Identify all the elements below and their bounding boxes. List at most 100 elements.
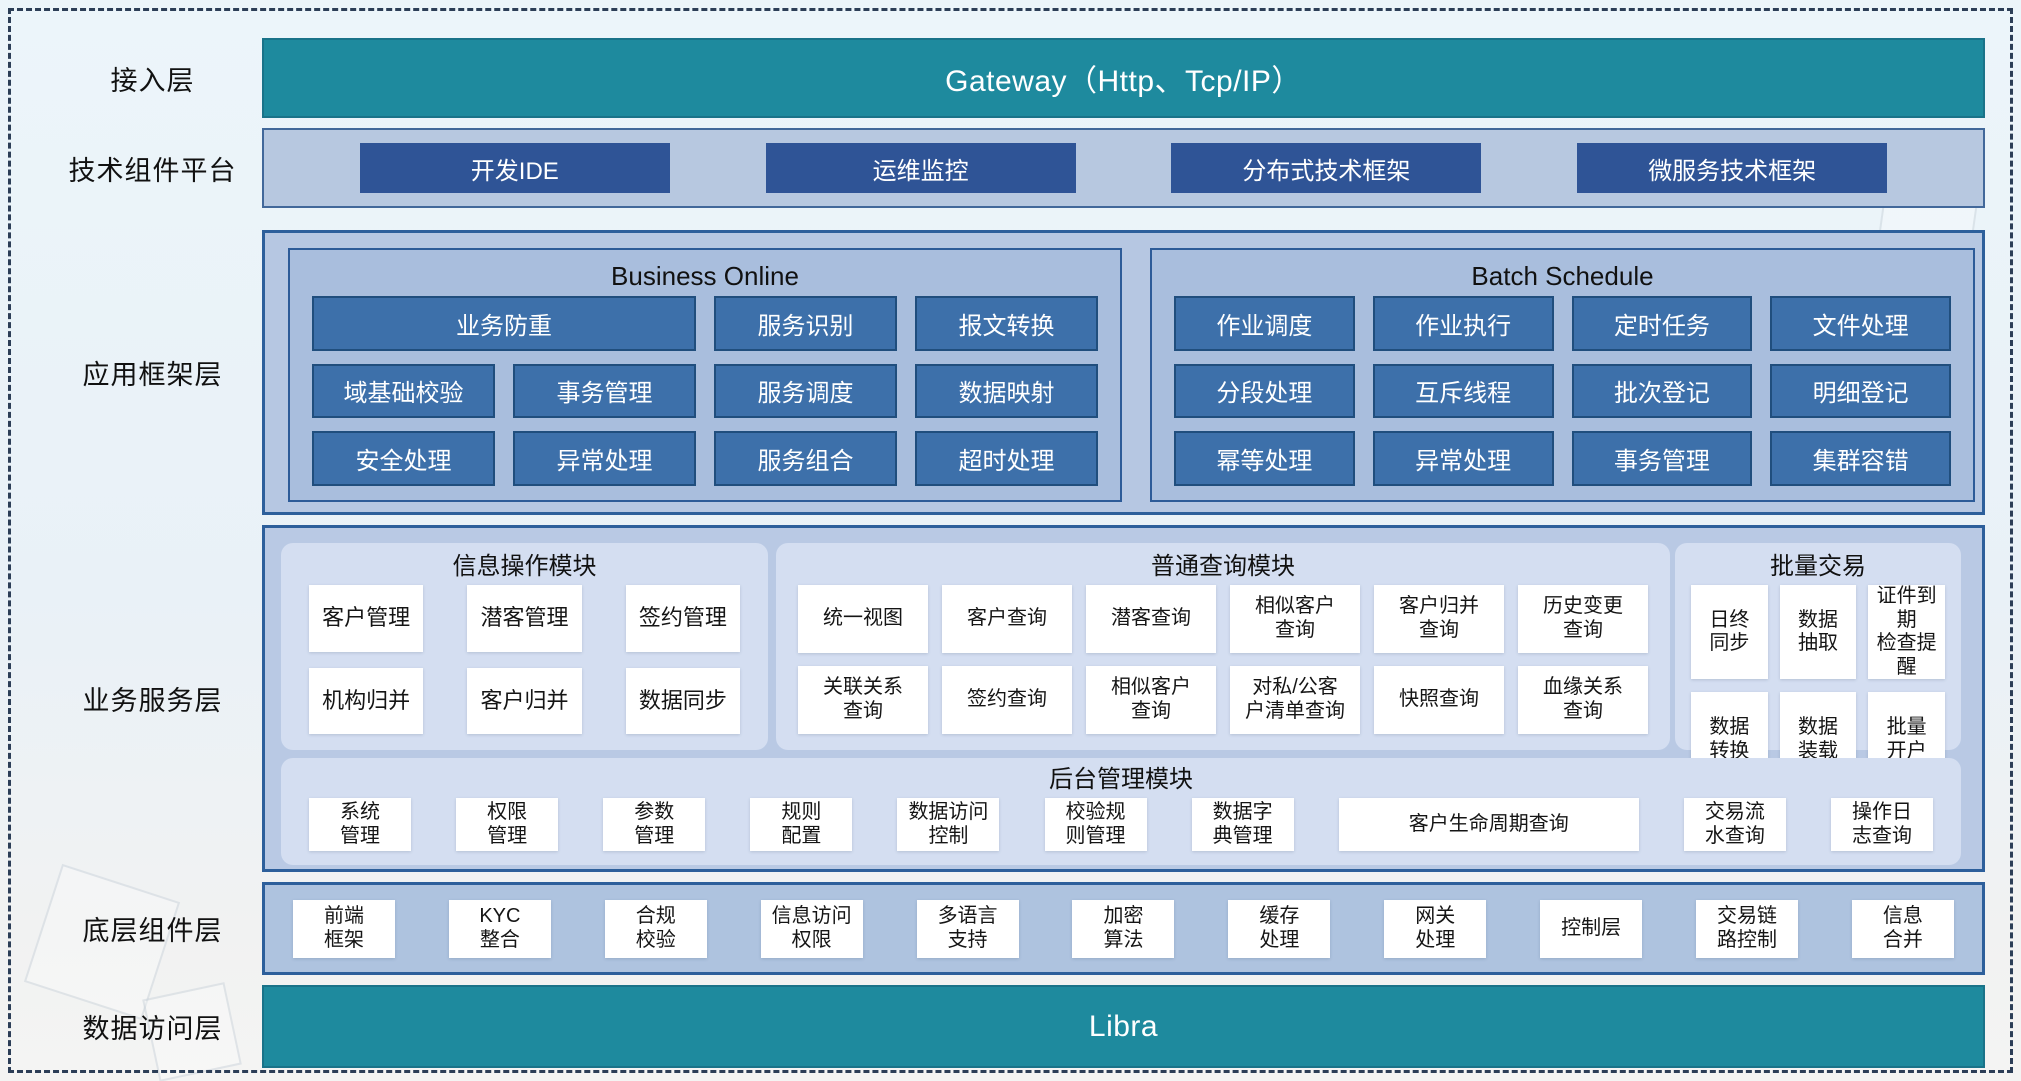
admin-item: 交易流 水查询 bbox=[1683, 798, 1786, 851]
info-item: 机构归并 bbox=[309, 667, 424, 734]
bs-item: 事务管理 bbox=[1571, 431, 1753, 486]
bo-item: 数据映射 bbox=[915, 363, 1098, 419]
tech-item-ops-monitor: 运维监控 bbox=[765, 143, 1076, 193]
gateway-bar: Gateway（Http、Tcp/IP） bbox=[262, 38, 1985, 118]
info-module-title: 信息操作模块 bbox=[452, 553, 597, 580]
bs-item: 批次登记 bbox=[1571, 363, 1753, 419]
admin-item: 数据字 典管理 bbox=[1191, 798, 1294, 851]
info-item: 客户管理 bbox=[309, 585, 424, 652]
info-item: 潜客管理 bbox=[467, 585, 582, 652]
admin-item: 操作日 志查询 bbox=[1830, 798, 1933, 851]
admin-item: 系统 管理 bbox=[309, 798, 411, 851]
query-item: 对私/公客 户清单查询 bbox=[1230, 666, 1360, 734]
admin-module-card: 后台管理模块 系统 管理 权限 管理 参数 管理 规则 配置 数据访问 控制 校… bbox=[281, 758, 1961, 865]
query-module-title: 普通查询模块 bbox=[1151, 553, 1295, 580]
batch-schedule-title: Batch Schedule bbox=[1471, 261, 1654, 291]
admin-item: 权限 管理 bbox=[456, 798, 559, 851]
admin-module-row: 系统 管理 权限 管理 参数 管理 规则 配置 数据访问 控制 校验规 则管理 … bbox=[309, 798, 1933, 851]
bo-item: 超时处理 bbox=[915, 431, 1098, 486]
query-item: 签约查询 bbox=[942, 666, 1072, 734]
info-item: 客户归并 bbox=[467, 667, 582, 734]
bs-item: 明细登记 bbox=[1770, 363, 1951, 419]
admin-item: 数据访问 控制 bbox=[897, 798, 1000, 851]
bo-item: 服务识别 bbox=[714, 296, 897, 351]
bottom-item: 前端 框架 bbox=[293, 899, 395, 958]
bottom-component-panel: 前端 框架 KYC 整合 合规 校验 信息访问 权限 多语言 支持 加密 算法 … bbox=[262, 882, 1985, 975]
info-operation-module-card: 信息操作模块 客户管理 潜客管理 签约管理 机构归并 客户归并 数据同步 bbox=[281, 543, 768, 750]
tech-platform-panel: 开发IDE 运维监控 分布式技术框架 微服务技术框架 bbox=[262, 128, 1985, 208]
batch-trade-card: 批量交易 日终 同步 数据 抽取 证件到期 检查提醒 数据 转换 数据 装载 批… bbox=[1675, 543, 1961, 787]
bottom-item: 加密 算法 bbox=[1072, 899, 1175, 958]
business-online-grid: 业务防重 服务识别 报文转换 域基础校验 事务管理 服务调度 数据映射 安全处理… bbox=[312, 296, 1098, 486]
query-item: 统一视图 bbox=[798, 585, 928, 653]
admin-item: 规则 配置 bbox=[750, 798, 853, 851]
tech-item-distributed-frame: 分布式技术框架 bbox=[1171, 143, 1482, 193]
bo-item: 服务组合 bbox=[714, 431, 897, 486]
tech-item-microservice-frame: 微服务技术框架 bbox=[1577, 143, 1888, 193]
libra-bar: Libra bbox=[262, 985, 1985, 1068]
bottom-item: 信息访问 权限 bbox=[760, 899, 863, 958]
app-framework-panel: Business Online 业务防重 服务识别 报文转换 域基础校验 事务管… bbox=[262, 230, 1985, 515]
bottom-item: 交易链 路控制 bbox=[1696, 899, 1799, 958]
info-item: 签约管理 bbox=[625, 585, 740, 652]
query-item: 相似客户 查询 bbox=[1230, 585, 1360, 653]
bottom-item: KYC 整合 bbox=[448, 899, 551, 958]
common-query-module-card: 普通查询模块 统一视图 客户查询 潜客查询 相似客户 查询 客户归并 查询 历史… bbox=[776, 543, 1670, 750]
layer-label-biz-service: 业务服务层 bbox=[82, 686, 223, 716]
layer-label-tech-platform: 技术组件平台 bbox=[68, 155, 237, 186]
bottom-item: 网关 处理 bbox=[1384, 899, 1487, 958]
bo-item: 安全处理 bbox=[312, 431, 495, 486]
bo-item: 异常处理 bbox=[513, 431, 696, 486]
query-item: 潜客查询 bbox=[1086, 585, 1216, 653]
business-online-title: Business Online bbox=[611, 261, 799, 291]
batch-trade-title: 批量交易 bbox=[1770, 553, 1866, 580]
admin-module-title: 后台管理模块 bbox=[1049, 766, 1193, 793]
layer-label-bottom-comp: 底层组件层 bbox=[82, 916, 223, 946]
info-item: 数据同步 bbox=[625, 667, 740, 734]
bs-item: 作业调度 bbox=[1174, 296, 1355, 351]
biz-service-panel: 信息操作模块 客户管理 潜客管理 签约管理 机构归并 客户归并 数据同步 普通查… bbox=[262, 525, 1985, 872]
query-item: 历史变更 查询 bbox=[1518, 585, 1648, 653]
bs-item: 异常处理 bbox=[1372, 431, 1554, 486]
bottom-item: 多语言 支持 bbox=[916, 899, 1019, 958]
bs-item: 幂等处理 bbox=[1174, 431, 1355, 486]
layer-label-access: 接入层 bbox=[110, 65, 195, 96]
bottom-item: 信息 合并 bbox=[1851, 899, 1954, 958]
batch-schedule-grid: 作业调度 作业执行 定时任务 文件处理 分段处理 互斥线程 批次登记 明细登记 … bbox=[1174, 296, 1951, 486]
layer-label-data-access: 数据访问层 bbox=[82, 1014, 223, 1044]
batch-trade-grid: 日终 同步 数据 抽取 证件到期 检查提醒 数据 转换 数据 装载 批量 开户 bbox=[1691, 585, 1945, 787]
admin-item: 参数 管理 bbox=[603, 798, 706, 851]
trade-item: 证件到期 检查提醒 bbox=[1868, 585, 1945, 680]
query-item: 快照查询 bbox=[1374, 666, 1504, 734]
bs-item: 文件处理 bbox=[1770, 296, 1951, 351]
admin-item-customer-lifecycle: 客户生命周期查询 bbox=[1338, 798, 1639, 851]
libra-title: Libra bbox=[1088, 1009, 1159, 1043]
bo-item: 报文转换 bbox=[915, 296, 1098, 351]
query-item: 客户查询 bbox=[942, 585, 1072, 653]
info-module-grid: 客户管理 潜客管理 签约管理 机构归并 客户归并 数据同步 bbox=[309, 585, 740, 734]
bs-item: 集群容错 bbox=[1770, 431, 1951, 486]
query-item: 血缘关系 查询 bbox=[1518, 666, 1648, 734]
trade-item: 日终 同步 bbox=[1691, 585, 1768, 680]
query-item: 相似客户 查询 bbox=[1086, 666, 1216, 734]
query-module-grid: 统一视图 客户查询 潜客查询 相似客户 查询 客户归并 查询 历史变更 查询 关… bbox=[798, 585, 1648, 734]
bs-item: 互斥线程 bbox=[1372, 363, 1554, 419]
bs-item: 分段处理 bbox=[1174, 363, 1355, 419]
bottom-item: 缓存 处理 bbox=[1228, 899, 1331, 958]
bottom-item: 合规 校验 bbox=[604, 899, 707, 958]
bo-item: 服务调度 bbox=[714, 363, 897, 419]
query-item: 客户归并 查询 bbox=[1374, 585, 1504, 653]
tech-item-dev-ide: 开发IDE bbox=[359, 143, 670, 193]
trade-item: 数据 抽取 bbox=[1779, 585, 1857, 680]
query-item: 关联关系 查询 bbox=[798, 666, 928, 734]
layer-label-app-framework: 应用框架层 bbox=[82, 360, 223, 390]
bs-item: 定时任务 bbox=[1571, 296, 1753, 351]
bs-item: 作业执行 bbox=[1372, 296, 1554, 351]
gateway-title: Gateway（Http、Tcp/IP） bbox=[945, 65, 1302, 98]
business-online-panel: Business Online 业务防重 服务识别 报文转换 域基础校验 事务管… bbox=[288, 248, 1122, 502]
batch-schedule-panel: Batch Schedule 作业调度 作业执行 定时任务 文件处理 分段处理 … bbox=[1150, 248, 1975, 502]
bo-item: 域基础校验 bbox=[312, 363, 495, 419]
bo-item: 业务防重 bbox=[312, 296, 696, 351]
bottom-item: 控制层 bbox=[1540, 899, 1643, 958]
